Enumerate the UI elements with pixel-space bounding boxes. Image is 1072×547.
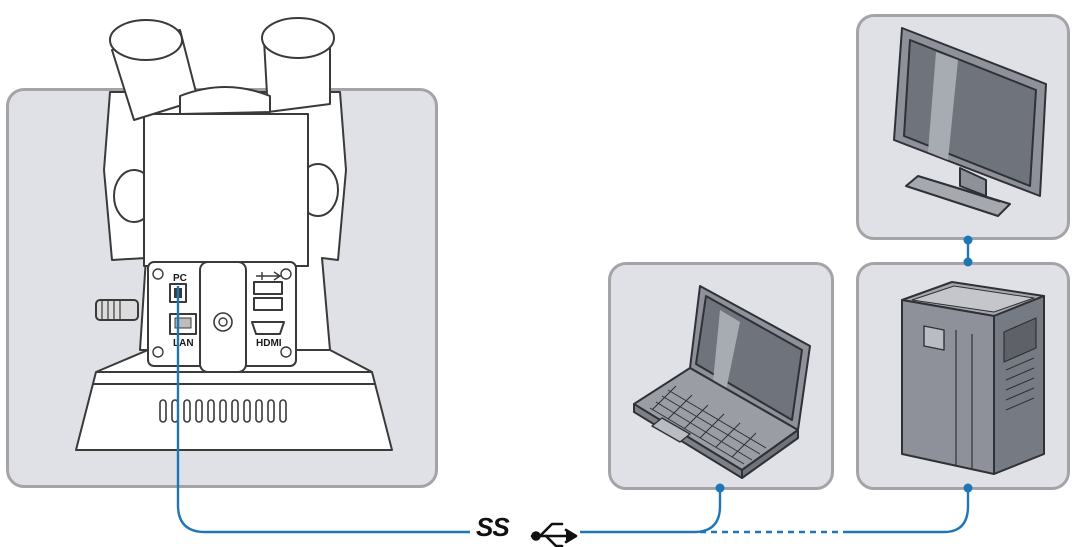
laptop-connector-dot xyxy=(716,484,725,493)
laptop-icon xyxy=(634,286,810,478)
microscope-icon xyxy=(76,18,392,450)
usb-superspeed-logo: SS xyxy=(476,512,509,543)
tower-top-connector-dot xyxy=(964,258,973,267)
hdmi-port-label: HDMI xyxy=(256,338,282,349)
pc-port-label: PC xyxy=(173,273,187,284)
cable-laptop-segment xyxy=(580,488,720,532)
usb-port-2 xyxy=(254,298,282,310)
desktop-tower-icon xyxy=(902,282,1044,474)
usb-superspeed-icon xyxy=(532,524,576,546)
lan-port-label: LAN xyxy=(173,338,194,349)
hdmi-port xyxy=(252,322,284,334)
monitor-connector-dot xyxy=(964,236,973,245)
monitor-icon xyxy=(894,28,1046,216)
tower-connector-dot xyxy=(964,484,973,493)
usb-port-1 xyxy=(254,282,282,294)
cable-tower-segment xyxy=(846,488,968,532)
